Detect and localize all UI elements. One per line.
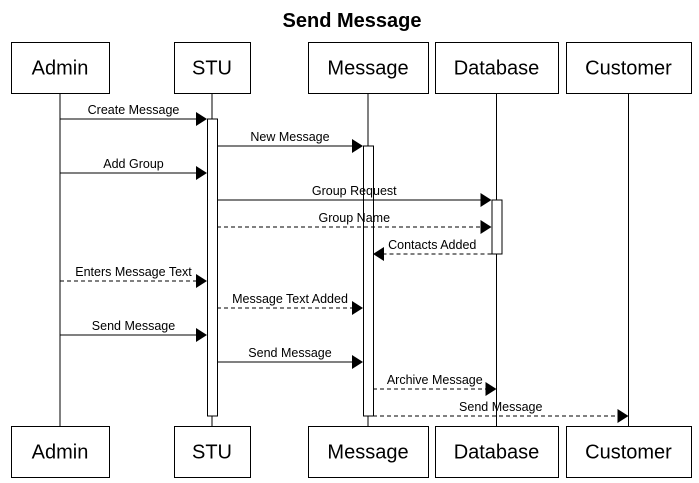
participant-label: Admin bbox=[32, 442, 89, 464]
arrowhead bbox=[352, 355, 363, 369]
participant-box bbox=[435, 426, 559, 478]
participant-admin-top: Admin bbox=[11, 42, 110, 94]
message-label: Add Group bbox=[103, 157, 164, 171]
participant-label: Customer bbox=[585, 442, 672, 464]
lifelines bbox=[59, 93, 629, 426]
participant-box bbox=[308, 426, 429, 478]
message-arrow: Create Message bbox=[60, 103, 207, 126]
participant-box bbox=[566, 426, 692, 478]
message-label: Group Request bbox=[312, 184, 397, 198]
participant-database-bottom: Database bbox=[435, 426, 559, 478]
arrowhead bbox=[196, 112, 207, 126]
message-label: Contacts Added bbox=[388, 238, 476, 252]
message-arrow: Add Group bbox=[60, 157, 207, 180]
participant-box bbox=[566, 42, 692, 94]
arrowhead bbox=[196, 328, 207, 342]
arrowhead bbox=[485, 382, 497, 396]
participant-box bbox=[11, 426, 110, 478]
participant-label: STU bbox=[192, 442, 232, 464]
participant-box bbox=[174, 426, 251, 478]
arrowhead bbox=[617, 409, 629, 423]
participant-boxes: AdminAdminSTUSTUMessageMessageDatabaseDa… bbox=[11, 42, 692, 478]
activation-message-0 bbox=[363, 145, 374, 417]
message-label: New Message bbox=[250, 130, 329, 144]
diagram-title: Send Message bbox=[283, 10, 422, 32]
arrowhead bbox=[196, 274, 207, 288]
participant-box bbox=[11, 42, 110, 94]
participant-stu-bottom: STU bbox=[174, 426, 251, 478]
message-label: Send Message bbox=[248, 346, 331, 360]
participant-box bbox=[435, 42, 559, 94]
message-label: Send Message bbox=[92, 319, 175, 333]
message-label: Create Message bbox=[88, 103, 180, 117]
participant-message-top: Message bbox=[308, 42, 429, 94]
activation-bars bbox=[207, 118, 503, 417]
participant-label: Database bbox=[454, 442, 540, 464]
message-label: Send Message bbox=[459, 400, 542, 414]
participant-label: Database bbox=[454, 58, 540, 80]
arrowhead bbox=[373, 247, 384, 261]
arrowhead bbox=[196, 166, 207, 180]
participant-label: Customer bbox=[585, 58, 672, 80]
message-arrow: New Message bbox=[217, 130, 363, 153]
message-arrow: Group Request bbox=[217, 184, 492, 207]
participant-label: Message bbox=[327, 58, 408, 80]
participant-label: STU bbox=[192, 58, 232, 80]
message-arrow: Group Name bbox=[217, 211, 492, 234]
message-label: Message Text Added bbox=[232, 292, 348, 306]
participant-admin-bottom: Admin bbox=[11, 426, 110, 478]
message-arrow: Message Text Added bbox=[217, 292, 363, 315]
participant-box bbox=[174, 42, 251, 94]
message-arrow: Contacts Added bbox=[373, 238, 492, 261]
activation-database-0 bbox=[491, 199, 503, 255]
message-label: Enters Message Text bbox=[75, 265, 192, 279]
message-arrow: Send Message bbox=[373, 400, 629, 423]
arrowhead bbox=[480, 220, 492, 234]
arrowhead bbox=[480, 193, 492, 207]
participant-label: Admin bbox=[32, 58, 89, 80]
message-label: Group Name bbox=[318, 211, 390, 225]
participant-label: Message bbox=[327, 442, 408, 464]
message-label: Archive Message bbox=[387, 373, 483, 387]
arrowhead bbox=[352, 139, 363, 153]
message-arrow: Enters Message Text bbox=[60, 265, 207, 288]
participant-database-top: Database bbox=[435, 42, 559, 94]
activation-stu-0 bbox=[207, 118, 218, 417]
message-arrow: Archive Message bbox=[373, 373, 497, 396]
participant-customer-top: Customer bbox=[566, 42, 692, 94]
participant-stu-top: STU bbox=[174, 42, 251, 94]
message-arrow: Send Message bbox=[60, 319, 207, 342]
message-arrow: Send Message bbox=[217, 346, 363, 369]
participant-customer-bottom: Customer bbox=[566, 426, 692, 478]
arrowhead bbox=[352, 301, 363, 315]
participant-message-bottom: Message bbox=[308, 426, 429, 478]
participant-box bbox=[308, 42, 429, 94]
